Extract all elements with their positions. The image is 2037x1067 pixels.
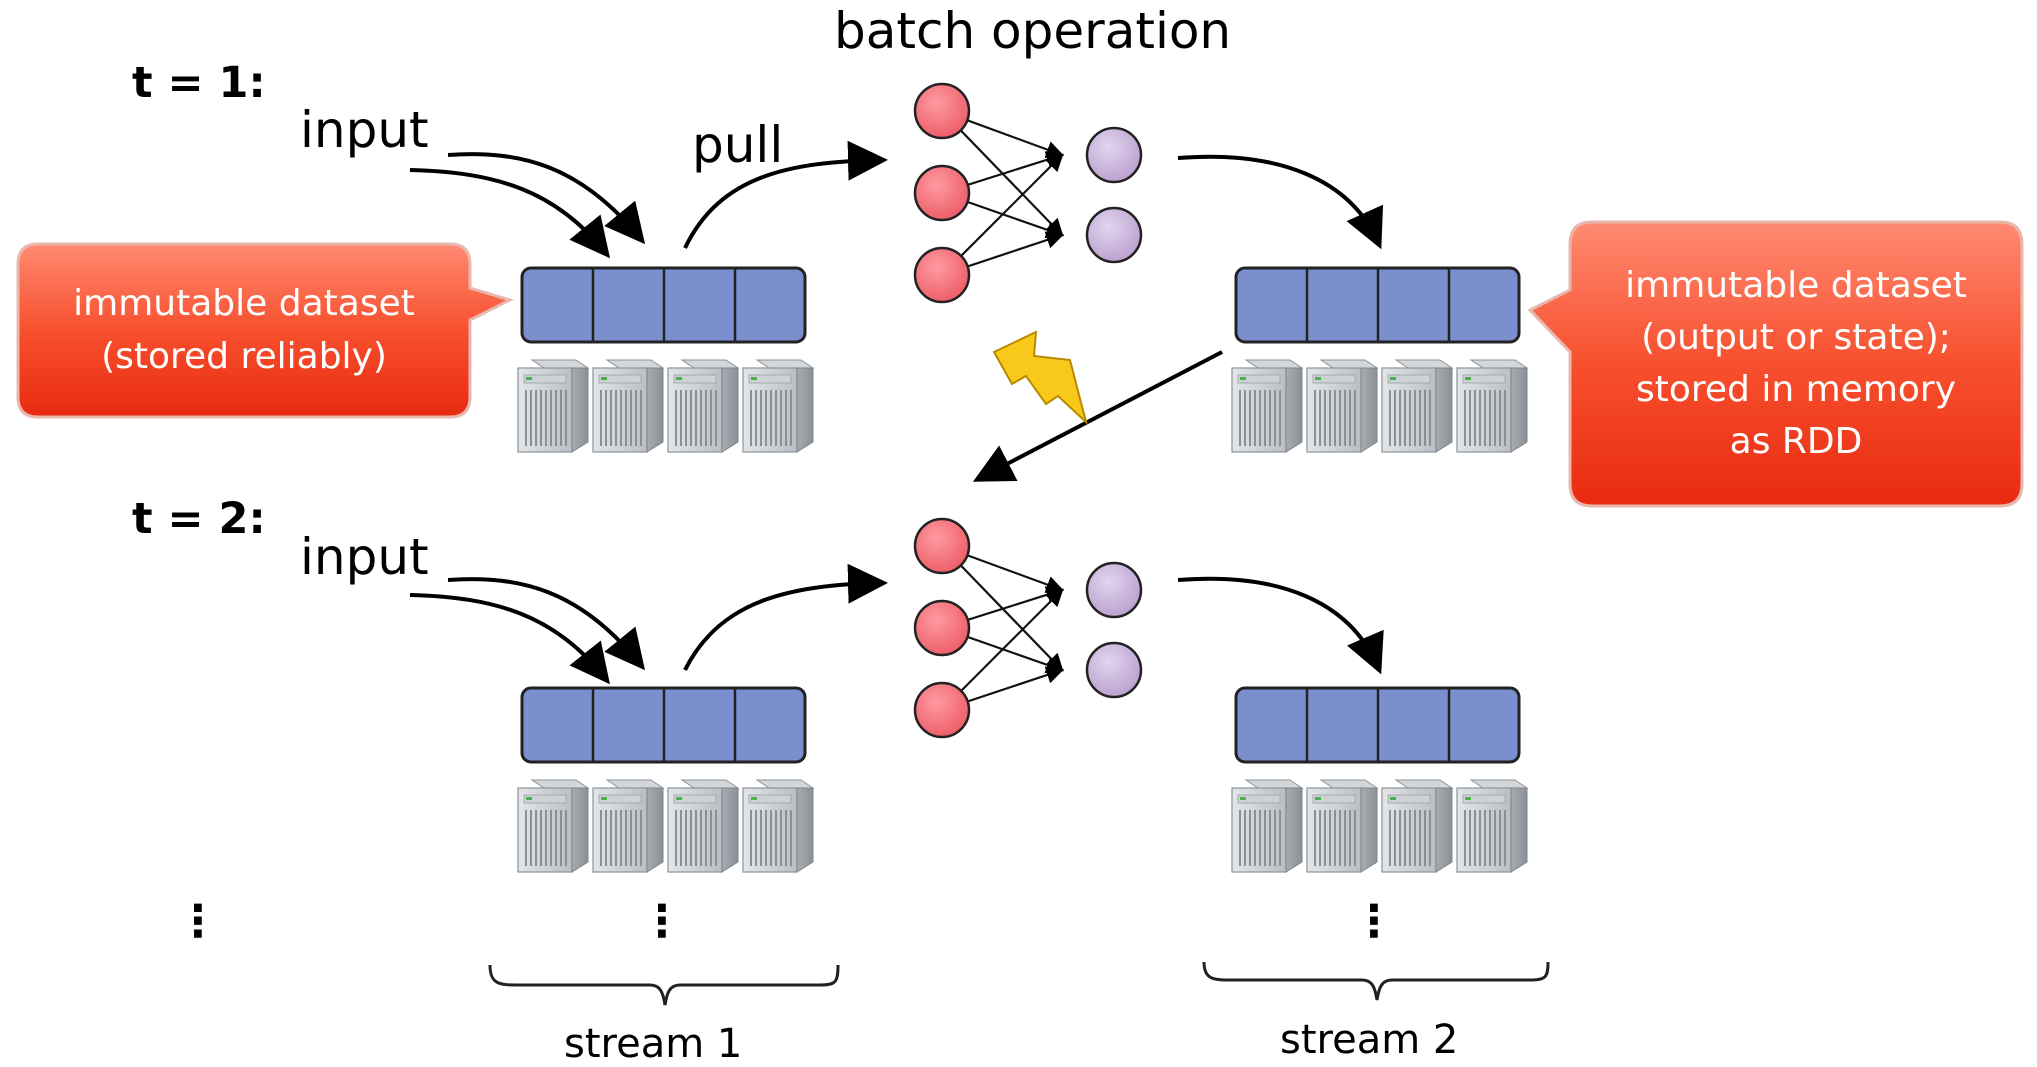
server-icon	[517, 359, 589, 453]
input-arrow	[447, 152, 646, 245]
pull-arrow	[683, 563, 888, 671]
callout-right-line: (output or state);	[1641, 316, 1951, 358]
server-group-stream1-t2	[517, 779, 814, 873]
dataset-stream1-t2	[520, 686, 807, 764]
input-label-t1: input	[300, 101, 429, 159]
callout-right: immutable dataset (output or state); sto…	[1570, 222, 2022, 506]
server-icon	[1381, 359, 1453, 453]
dataset-stream1-t1	[520, 266, 807, 344]
output-arrow	[1177, 576, 1384, 675]
server-icon	[1456, 779, 1528, 873]
batch-network-t2	[915, 519, 1141, 737]
input-arrow	[409, 168, 611, 259]
diagram-title: batch operation	[834, 2, 1232, 60]
stream-2-label: stream 2	[1280, 1017, 1459, 1063]
callout-right-line: as RDD	[1729, 421, 1863, 463]
callout-left-line: (stored reliably)	[101, 335, 387, 377]
output-arrow	[1177, 154, 1384, 250]
input-arrow	[409, 593, 610, 685]
input-arrow	[447, 577, 646, 671]
server-icon	[517, 779, 589, 873]
server-group-stream1-t1	[517, 359, 814, 453]
continuation-dots-stream1: ⋮	[640, 896, 684, 947]
state-arrow	[972, 350, 1223, 482]
server-group-stream2-t1	[1231, 359, 1528, 453]
dataset-stream2-t2	[1234, 686, 1521, 764]
callout-left-bubble	[16, 242, 515, 419]
callout-right-line: stored in memory	[1635, 369, 1957, 410]
pull-arrow	[683, 140, 888, 249]
server-icon	[1306, 779, 1378, 873]
callout-right-bubble	[1527, 220, 2024, 508]
server-icon	[592, 359, 664, 453]
batch-network-t1	[915, 84, 1141, 302]
callout-left: immutable dataset (stored reliably)	[18, 244, 470, 417]
time-label-t2: t = 2:	[132, 494, 266, 544]
server-icon	[742, 359, 814, 453]
continuation-dots-stream2: ⋮	[1352, 896, 1396, 947]
server-icon	[667, 779, 739, 873]
dataset-stream2-t1	[1234, 266, 1521, 344]
server-icon	[1381, 779, 1453, 873]
callout-left-line: immutable dataset	[73, 283, 415, 325]
stream-1-label: stream 1	[564, 1021, 743, 1067]
server-group-stream2-t2	[1231, 779, 1528, 873]
input-label-t2: input	[300, 528, 429, 586]
brace-stream2	[1202, 961, 1550, 1001]
server-icon	[592, 779, 664, 873]
continuation-dots-left: ⋮	[176, 896, 220, 947]
callout-right-line: immutable dataset	[1625, 264, 1967, 306]
server-icon	[667, 359, 739, 453]
time-label-t1: t = 1:	[132, 58, 266, 108]
server-icon	[1306, 359, 1378, 453]
server-icon	[1231, 359, 1303, 453]
pull-label: pull	[692, 116, 784, 174]
server-icon	[1456, 359, 1528, 453]
lightning-bolt-icon	[992, 330, 1088, 426]
server-icon	[742, 779, 814, 873]
server-icon	[1231, 779, 1303, 873]
brace-stream1	[488, 964, 840, 1006]
